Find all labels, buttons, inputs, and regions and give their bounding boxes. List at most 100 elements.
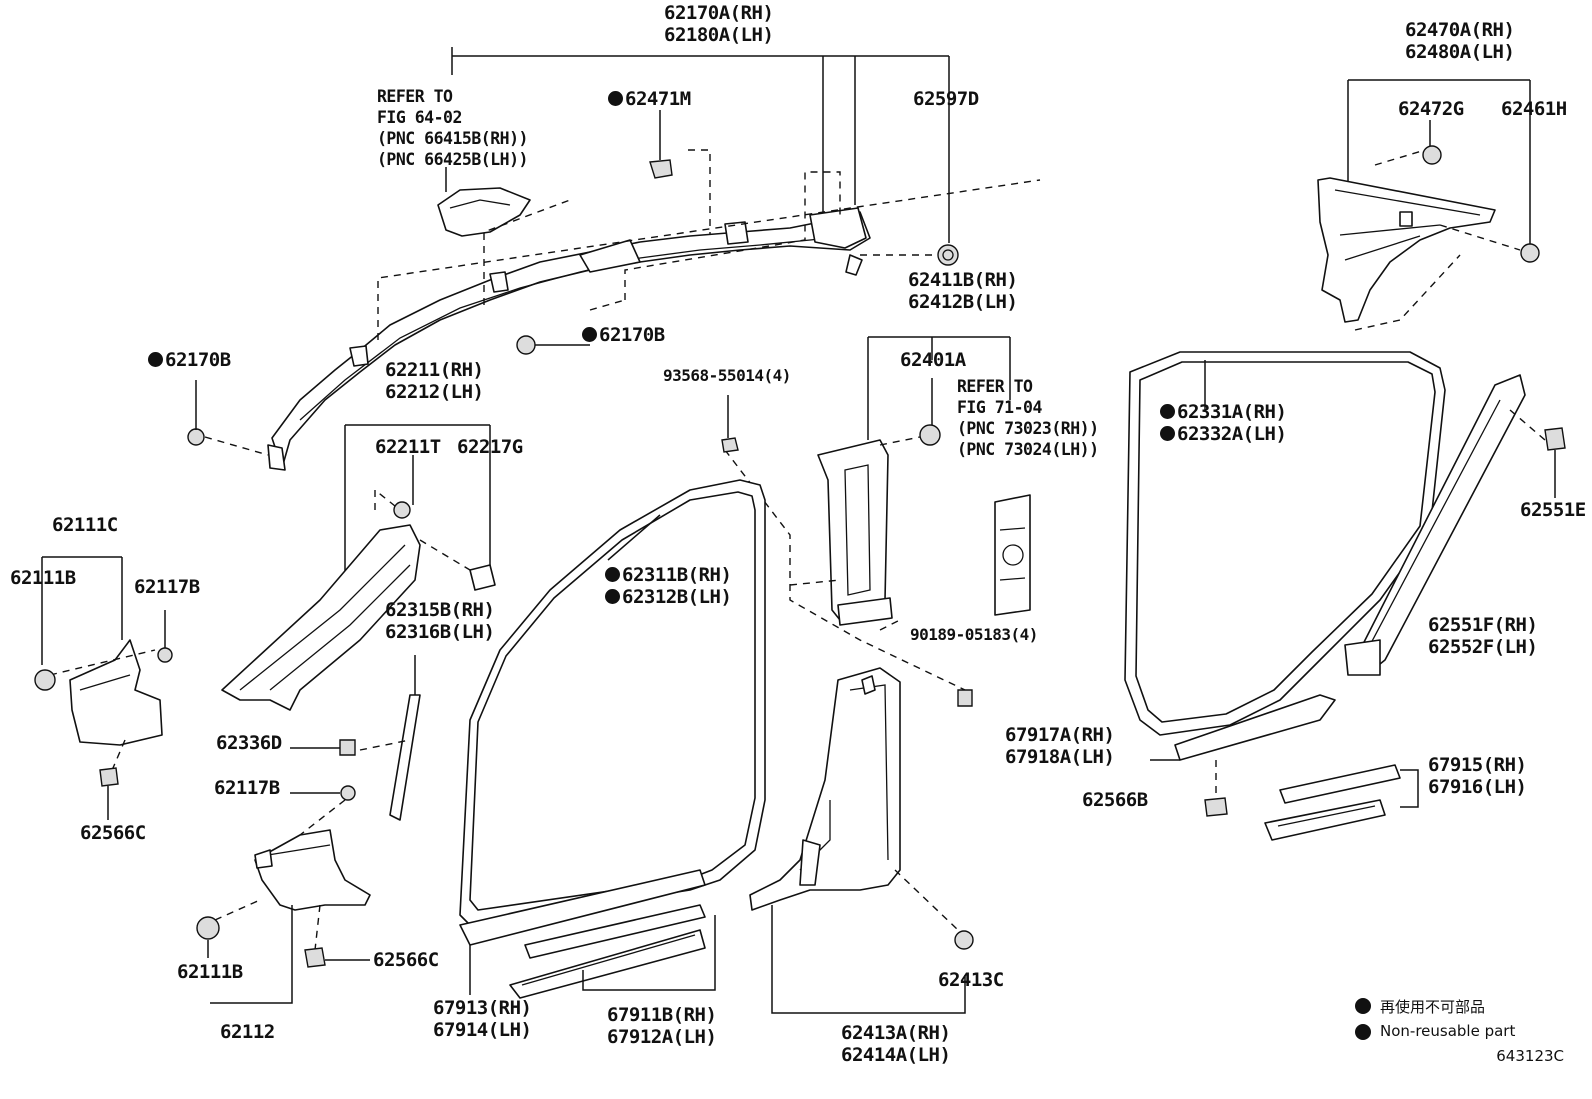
rear-door-weatherstrip	[1124, 351, 1446, 736]
label-62470A: 62470A(RH)	[1405, 19, 1515, 41]
label-62471M: 62471M	[608, 89, 691, 110]
label-67915: 67915(RH)	[1428, 754, 1527, 776]
label-62117B-left: 62117B	[134, 576, 200, 598]
clip-62472G	[1422, 145, 1442, 165]
label-pnc-66415b: (PNC 66415B(RH))	[377, 129, 528, 148]
cowl-trim-leaders	[41, 556, 166, 665]
clip-62551E	[1544, 427, 1566, 498]
clip-62170B-left	[187, 380, 205, 446]
label-62111B-lower: 62111B	[177, 961, 243, 983]
label-67917A: 67917A(RH)	[1005, 724, 1115, 746]
label-fig-71-04: FIG 71-04	[957, 398, 1042, 417]
nonreusable-dot-icon	[1160, 404, 1175, 419]
lower-cowl-trim	[254, 829, 371, 911]
seatbelt-adjuster	[994, 494, 1031, 616]
center-pillar-lower-garnish	[749, 667, 901, 911]
weatherstrip-leader	[607, 514, 661, 561]
clip-62471M	[649, 159, 673, 179]
roof-garnish-leaders	[445, 47, 950, 245]
cowl-side-trim	[69, 639, 163, 746]
label-62180A: 62180A(LH)	[664, 24, 774, 46]
label-refer-to-2: REFER TO	[957, 377, 1033, 396]
clip-62336D	[290, 739, 356, 756]
clip-62566B	[1204, 797, 1228, 817]
nonreusable-dot-icon	[608, 91, 623, 106]
label-62552F: 62552F(LH)	[1428, 636, 1538, 658]
label-62566C-left: 62566C	[80, 822, 146, 844]
label-67913: 67913(RH)	[433, 997, 532, 1019]
legend-nonreusable-jp: 再使用不可部品	[1380, 998, 1486, 1016]
lower-cowl-dashes	[214, 899, 321, 951]
center-pillar-dashes	[724, 449, 966, 691]
rear-step-plates	[1264, 764, 1419, 841]
label-62170A: 62170A(RH)	[664, 2, 774, 24]
front-pillar-leaders	[344, 424, 491, 620]
label-62480A: 62480A(LH)	[1405, 41, 1515, 63]
label-62170B-left: 62170B	[148, 350, 231, 371]
nonreusable-dot-icon	[1160, 426, 1175, 441]
label-67916: 67916(LH)	[1428, 776, 1527, 798]
clip-62566C-lower	[304, 947, 370, 968]
roof-garnish-dashes	[204, 171, 1041, 456]
legend-nonreusable-en: Non-reusable part	[1380, 1022, 1516, 1040]
label-62566C-lower: 62566C	[373, 949, 439, 971]
nonreusable-dot-icon	[605, 589, 620, 604]
label-62311B: 62311B(RH)	[605, 565, 732, 586]
label-62211: 62211(RH)	[385, 359, 484, 381]
clip-62111B-left	[34, 669, 56, 691]
label-62551E: 62551E	[1520, 499, 1586, 521]
nonreusable-dot-icon	[605, 567, 620, 582]
label-62117B-lower: 62117B	[214, 777, 280, 799]
label-62411B: 62411B(RH)	[908, 269, 1018, 291]
label-62461H: 62461H	[1501, 98, 1567, 120]
lower-pillar-leaders	[771, 869, 966, 1014]
clip-62117B-lower	[290, 785, 356, 836]
label-pnc-73023: (PNC 73023(RH))	[957, 419, 1099, 438]
clip-62111B-lower	[196, 905, 293, 1004]
label-62217G: 62217G	[457, 436, 523, 458]
label-62551F: 62551F(RH)	[1428, 614, 1538, 636]
rear-garnish-dashes	[1354, 149, 1521, 331]
label-62401A: 62401A	[900, 349, 966, 371]
label-90189-05183: 90189-05183(4)	[910, 625, 1038, 644]
clip-62597D	[937, 244, 959, 266]
center-pillar-upper-garnish	[817, 439, 893, 626]
label-62170B-upper: 62170B	[582, 325, 665, 346]
label-62111C: 62111C	[52, 514, 118, 536]
label-62111B-left: 62111B	[10, 567, 76, 589]
clip-62117B-left	[157, 647, 173, 663]
label-62211T: 62211T	[375, 436, 441, 458]
label-62472G: 62472G	[1398, 98, 1464, 120]
label-62312B: 62312B(LH)	[605, 587, 732, 608]
nonreusable-dot-icon	[582, 327, 597, 342]
clip-62170B-upper	[516, 335, 590, 355]
front-scuff-plates	[459, 869, 716, 999]
side-airbag-bracket	[437, 187, 531, 237]
label-67912A: 67912A(LH)	[607, 1026, 717, 1048]
rear-scuff-plate	[1150, 694, 1336, 800]
label-93568-55014: 93568-55014(4)	[663, 366, 791, 385]
clip-62413C	[954, 930, 974, 950]
roof-inner-garnish	[1317, 177, 1496, 323]
clip-90189	[957, 689, 973, 707]
clip-62401A	[879, 424, 941, 446]
front-pillar-garnish	[221, 524, 496, 711]
front-pillar-dashes	[374, 488, 471, 571]
clip-62461H	[1520, 243, 1540, 263]
label-62316B: 62316B(LH)	[385, 621, 495, 643]
clip-62211T	[393, 501, 411, 519]
label-62212: 62212(LH)	[385, 381, 484, 403]
label-62336D: 62336D	[216, 732, 282, 754]
clip-62566C-left	[99, 767, 119, 820]
label-62597D: 62597D	[913, 88, 979, 110]
front-door-weatherstrip	[459, 479, 766, 926]
figure-code: 643123C	[1496, 1047, 1564, 1065]
rear-garnish-leaders	[1347, 79, 1531, 245]
label-67911B: 67911B(RH)	[607, 1004, 717, 1026]
label-refer-to-1: REFER TO	[377, 87, 453, 106]
label-pnc-73024: (PNC 73024(LH))	[957, 440, 1099, 459]
label-62412B: 62412B(LH)	[908, 291, 1018, 313]
roof-side-garnish	[267, 207, 871, 471]
